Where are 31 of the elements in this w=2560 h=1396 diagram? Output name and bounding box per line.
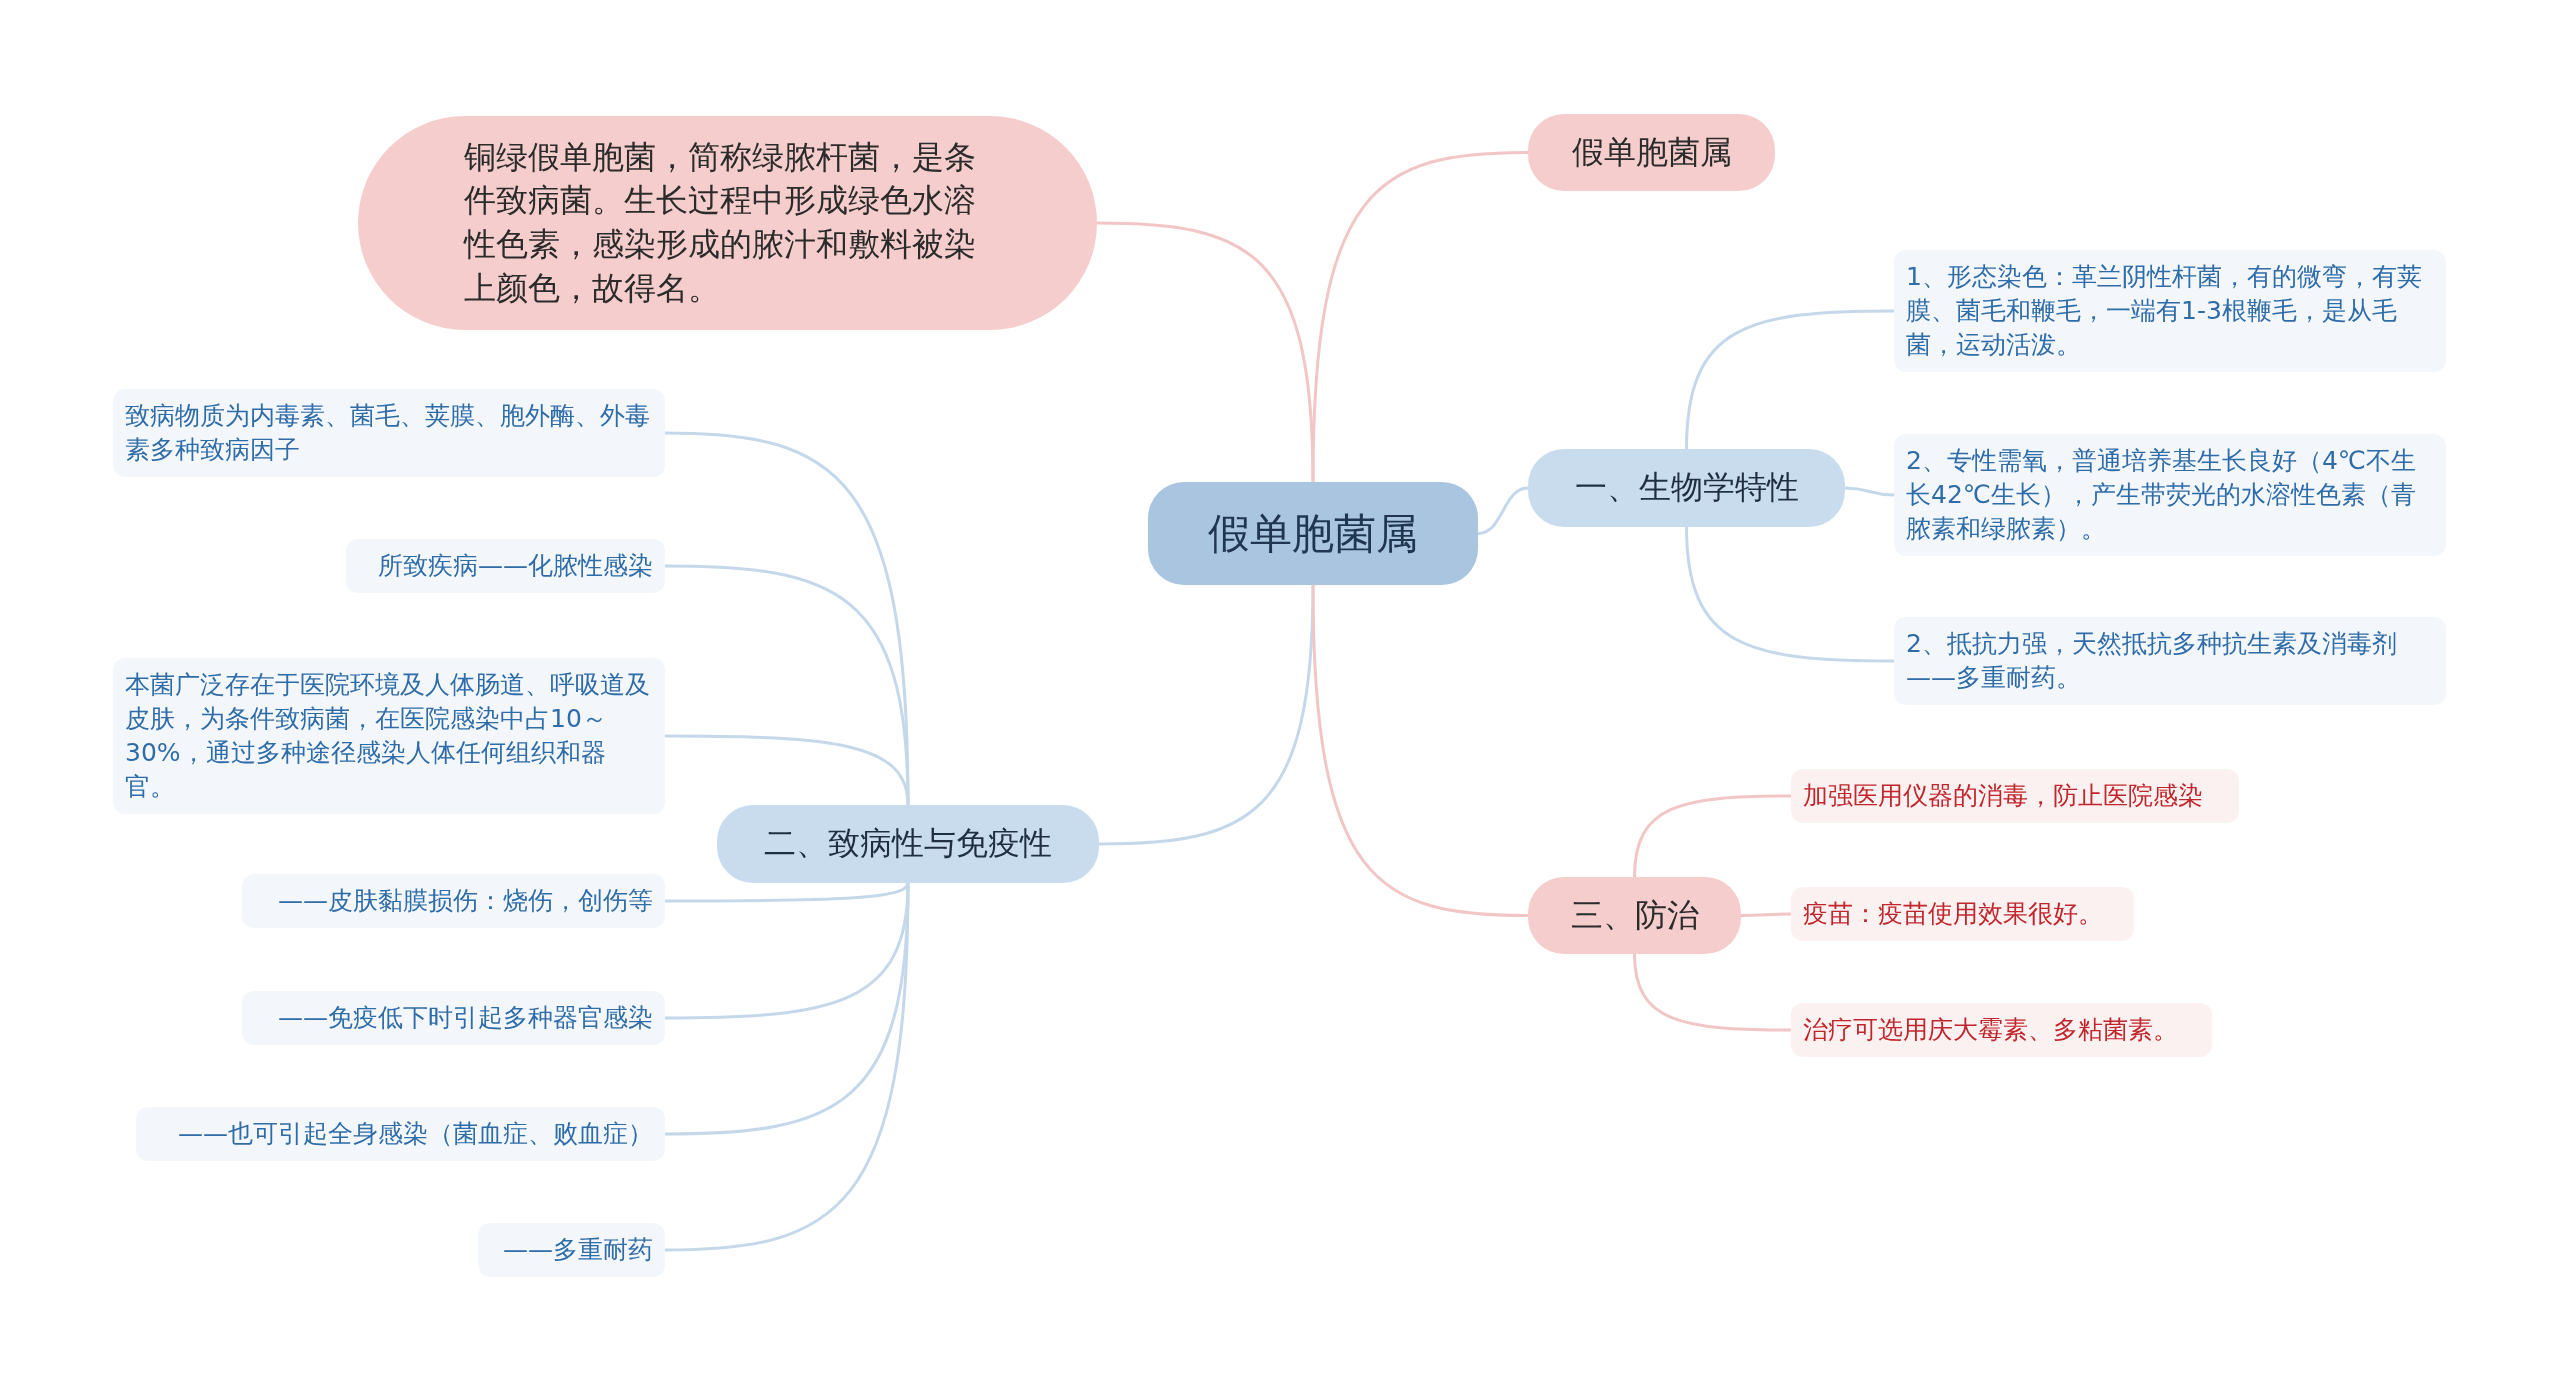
subtopic-box: ——免疫低下时引起多种器官感染 <box>242 991 665 1045</box>
connector-line <box>1685 526 1894 663</box>
connector-line <box>665 734 910 806</box>
subtopic-box: 2、抵抗力强，天然抵抗多种抗生素及消毒剂——多重耐药。 <box>1894 617 2446 705</box>
subtopic-box: 所致疾病——化脓性感染 <box>346 539 665 593</box>
subtopic-box: ——多重耐药 <box>478 1223 665 1277</box>
topic-box: 一、生物学特性 <box>1528 449 1845 527</box>
connector-line <box>1844 486 1895 497</box>
subtopic-box: 疫苗：疫苗使用效果很好。 <box>1791 887 2134 941</box>
connector-line <box>1311 151 1529 483</box>
connector-line <box>1633 953 1791 1032</box>
subtopic-box: ——皮肤黏膜损伤：烧伤，创伤等 <box>242 874 665 928</box>
subtopic-box: 2、专性需氧，普通培养基生长良好（4℃不生长42℃生长），产生带荧光的水溶性色素（青脓素和绿脓素）。 <box>1894 434 2446 556</box>
subtopic-box: 治疗可选用庆大霉素、多粘菌素。 <box>1791 1003 2212 1057</box>
subtopic-box: 加强医用仪器的消毒，防止医院感染 <box>1791 769 2239 823</box>
connector-line <box>1477 486 1529 535</box>
topic-box: 假单胞菌属 <box>1528 114 1775 191</box>
topic-box: 三、防治 <box>1528 877 1741 954</box>
connector-line <box>1741 912 1791 917</box>
connector-line <box>1633 794 1791 878</box>
subtopic-box: 致病物质为内毒素、菌毛、荚膜、胞外酶、外毒素多种致病因子 <box>113 389 665 477</box>
subtopic-box: 1、形态染色：革兰阴性杆菌，有的微弯，有荚膜、菌毛和鞭毛，一端有1-3根鞭毛，是从毛菌，运动活泼。 <box>1894 250 2446 372</box>
note-bubble: 铜绿假单胞菌，简称绿脓杆菌，是条件致病菌。生长过程中形成绿色水溶性色素，感染形成的脓汁和敷料被染上颜色，故得名。 <box>358 116 1097 330</box>
connector-line <box>1685 309 1894 450</box>
subtopic-box: ——也可引起全身感染（菌血症、败血症） <box>136 1107 665 1161</box>
connector-line <box>1096 221 1315 483</box>
connector-line <box>1311 584 1529 917</box>
connector-line <box>1098 584 1315 846</box>
central-topic: 假单胞菌属 <box>1148 482 1478 585</box>
subtopic-box: 本菌广泛存在于医院环境及人体肠道、呼吸道及皮肤，为条件致病菌，在医院感染中占10～30%，通过多种途径感染人体任何组织和器官。 <box>113 658 665 814</box>
topic-box: 二、致病性与免疫性 <box>717 805 1099 883</box>
